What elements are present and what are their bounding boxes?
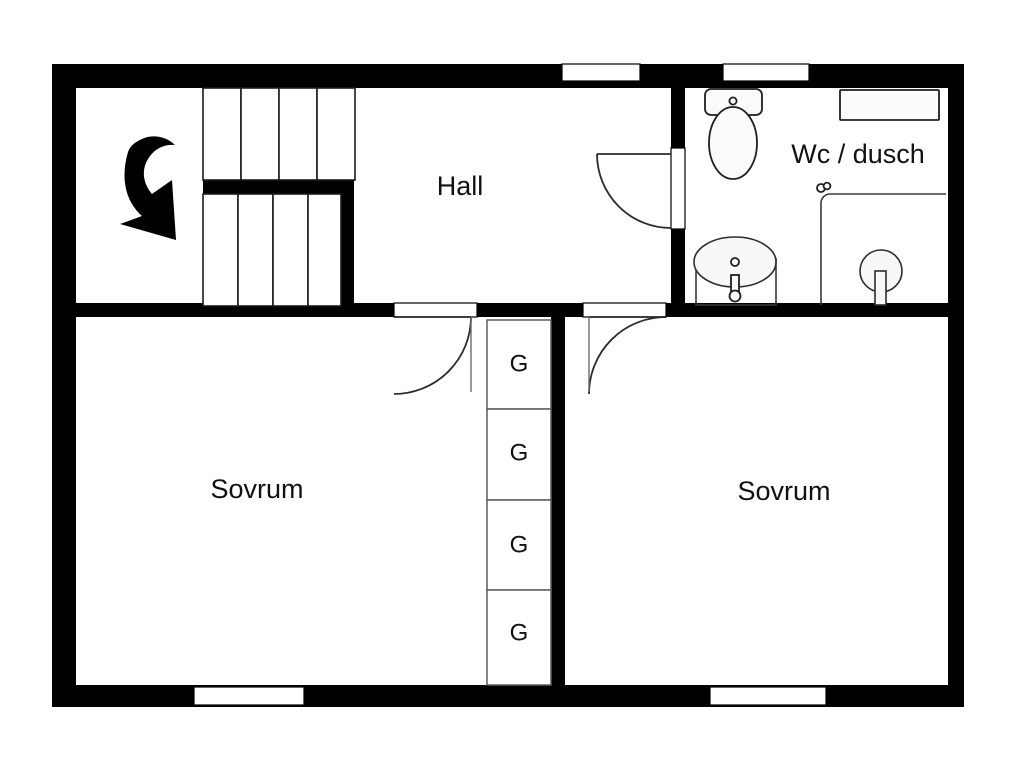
window-bottom-sovrum-left xyxy=(193,686,305,706)
stairs-down-arrow-icon xyxy=(120,136,176,240)
label-hall: Hall xyxy=(437,171,484,201)
door-wc[interactable] xyxy=(596,147,686,230)
door-sovrum-left-arc xyxy=(393,316,472,395)
closet-cell xyxy=(486,589,552,686)
window-bottom-sovrum-right xyxy=(709,686,827,706)
shower-partition xyxy=(820,193,946,305)
toilet-bowl xyxy=(708,106,758,180)
toilet-flush-button xyxy=(728,96,738,106)
shower-enclosure xyxy=(816,181,946,306)
stair-tread xyxy=(202,193,239,307)
stair-tread xyxy=(307,193,342,307)
washbasin-counter xyxy=(695,258,777,306)
washbasin-tap-head xyxy=(728,289,742,303)
room-labels: Hall Wc / dusch Sovrum Sovrum xyxy=(210,139,924,506)
stair-tread xyxy=(237,193,274,307)
label-closet-4: G xyxy=(510,619,529,646)
staircase xyxy=(120,87,356,307)
door-sovrum-left-opening xyxy=(393,302,478,318)
stair-tread xyxy=(202,87,242,181)
closet-block xyxy=(486,319,552,686)
wall-cabinet xyxy=(839,89,940,121)
stairwell-wall-vertical xyxy=(340,180,354,306)
closet-labels: G G G G xyxy=(510,350,529,646)
label-sovrum-left: Sovrum xyxy=(210,474,303,504)
label-wc-dusch: Wc / dusch xyxy=(791,139,925,169)
toilet-fixture xyxy=(704,88,763,180)
shower-mixer-knob-b xyxy=(822,181,832,191)
stairwell-wall-horizontal xyxy=(203,180,354,194)
stair-tread xyxy=(278,87,318,181)
window-top-hall xyxy=(561,63,641,82)
windows-group xyxy=(193,63,827,706)
label-closet-1: G xyxy=(510,350,529,377)
label-closet-2: G xyxy=(510,439,529,466)
label-closet-3: G xyxy=(510,531,529,558)
shower-drain-stem xyxy=(874,270,887,306)
door-sovrum-right-arc xyxy=(588,316,667,395)
washbasin-drain xyxy=(730,257,740,267)
stair-tread xyxy=(272,193,309,307)
door-sovrum-left[interactable] xyxy=(393,302,478,395)
doors-group xyxy=(393,147,686,395)
closet-cell xyxy=(486,499,552,591)
washbasin-fixture xyxy=(693,236,777,306)
partition-bedrooms xyxy=(551,303,565,689)
door-sovrum-right-opening xyxy=(582,302,667,318)
door-wc-arc xyxy=(596,153,672,229)
bathroom-fixtures xyxy=(693,88,946,306)
window-top-wc xyxy=(722,63,810,82)
stair-tread xyxy=(240,87,280,181)
door-wc-opening xyxy=(670,147,686,230)
door-sovrum-right[interactable] xyxy=(582,302,667,395)
label-sovrum-right: Sovrum xyxy=(737,476,830,506)
partition-horizontal-main xyxy=(52,303,964,317)
stair-tread xyxy=(316,87,356,181)
